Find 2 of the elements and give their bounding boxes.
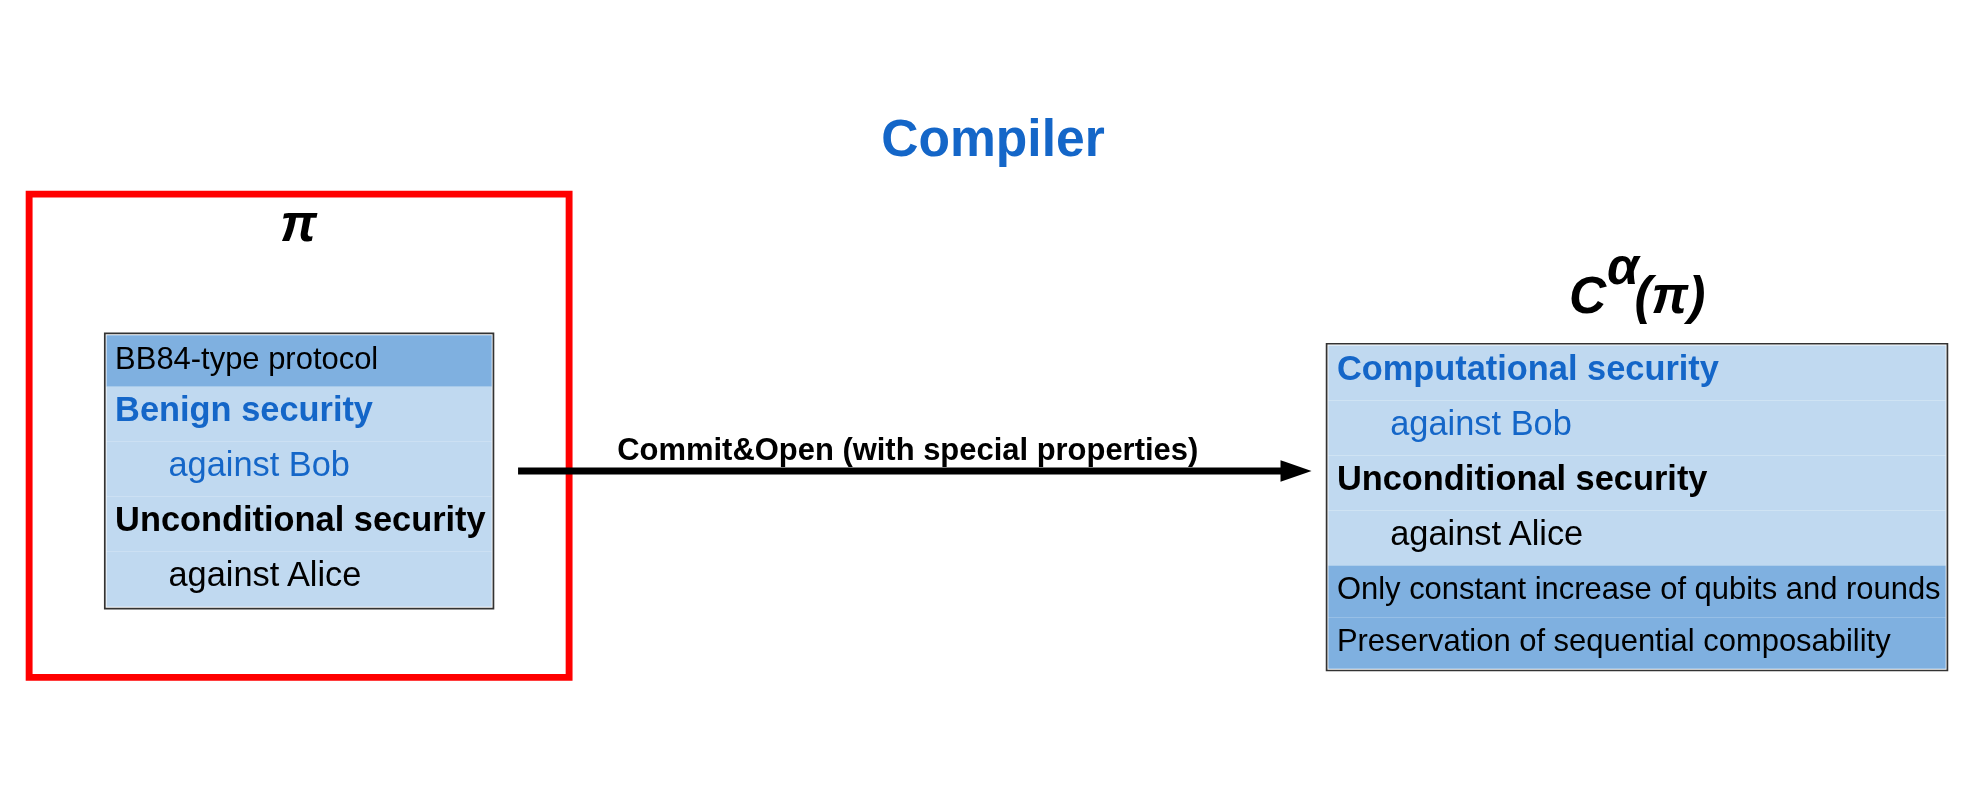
diagram-title: Compiler — [881, 109, 1105, 168]
edge-label: Commit&Open (with special properties) — [617, 431, 1199, 467]
